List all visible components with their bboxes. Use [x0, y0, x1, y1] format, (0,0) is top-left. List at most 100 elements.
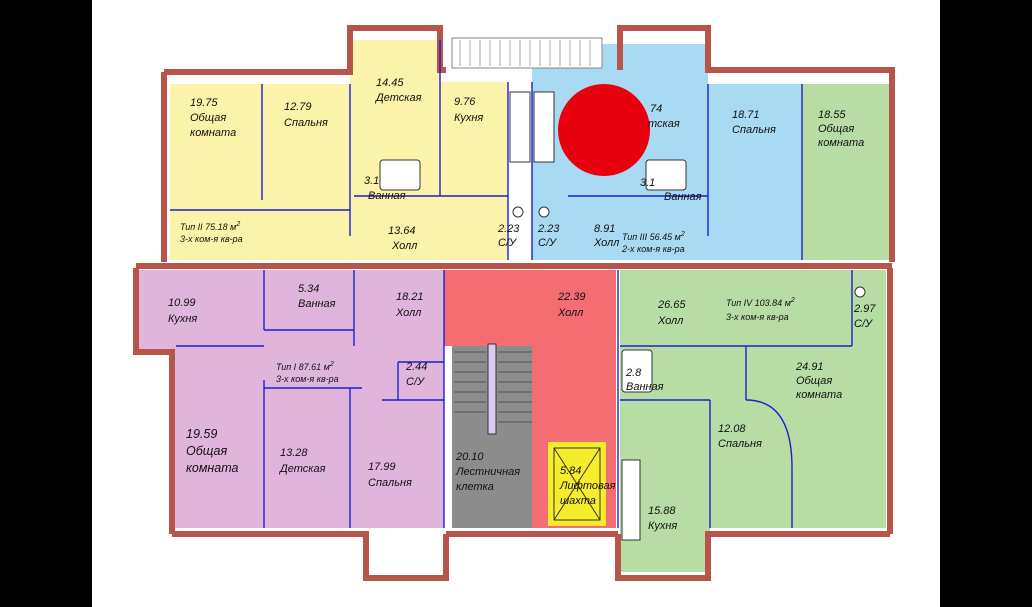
- label-name-223a: С/У: [498, 237, 517, 249]
- label-area-1588: 15.88: [648, 505, 676, 517]
- elevator-diag-2: [553, 447, 601, 521]
- label-name-31b: Ванная: [664, 191, 702, 203]
- label-type-iii-2: 2-х ком-я кв-ра: [621, 244, 685, 254]
- label-name-74: тская: [648, 118, 680, 130]
- label-name-1364: Холл: [391, 240, 417, 252]
- label-name-2010b: клетка: [456, 481, 494, 493]
- label-area-976: 9.76: [454, 96, 476, 108]
- label-area-31b: 3.1: [640, 177, 655, 189]
- label-area-223b: 2.23: [537, 223, 560, 235]
- fill-type-i-top: [138, 270, 444, 350]
- room-labels: 19.75 Общая комната 12.79 Спальня 14.45 …: [168, 77, 876, 532]
- label-area-1208: 12.08: [718, 423, 746, 435]
- label-name-1975a: Общая: [190, 112, 226, 124]
- type-iii-line1: Тип III 56.45 м: [622, 232, 681, 242]
- toilet-c: [854, 286, 866, 298]
- interior-walls: [170, 40, 853, 528]
- label-name-1975b: комната: [190, 127, 236, 139]
- label-name-1855b: комната: [818, 137, 864, 149]
- red-marker: [558, 84, 650, 176]
- floor-plan: 19.75 Общая комната 12.79 Спальня 14.45 …: [92, 0, 940, 607]
- label-area-1328: 13.28: [280, 447, 308, 459]
- label-area-2010: 20.10: [455, 451, 484, 463]
- label-name-1588: Кухня: [648, 520, 677, 532]
- fill-type-ii-kids: [350, 40, 440, 260]
- wall-ne-wing: [617, 25, 895, 84]
- label-area-2491: 24.91: [795, 361, 824, 373]
- label-area-74: 74: [650, 103, 662, 115]
- elevator-shaft: [553, 447, 601, 521]
- fill-type-iv-top: [620, 270, 886, 346]
- label-type-ii-1: Тип II 75.18 м2: [180, 221, 240, 232]
- label-name-2491b: комната: [796, 389, 842, 401]
- label-name-1279: Спальня: [284, 117, 328, 129]
- fill-central-hall: [444, 270, 616, 346]
- label-name-1099: Кухня: [168, 313, 197, 325]
- label-name-2010a: Лестничная: [455, 466, 520, 478]
- label-area-1855: 18.55: [818, 109, 846, 121]
- fill-type-ii-west: [170, 84, 350, 260]
- label-area-534: 5.34: [298, 283, 319, 295]
- counter-n2: [533, 91, 555, 163]
- type-i-line1: Тип I 87.61 м: [276, 362, 330, 372]
- label-area-1445: 14.45: [376, 77, 404, 89]
- label-type-iii-1: Тип III 56.45 м2: [622, 231, 685, 242]
- label-type-i-2: 3-х ком-я кв-ра: [276, 374, 339, 384]
- label-name-2491a: Общая: [796, 375, 832, 387]
- label-area-1364: 13.64: [388, 225, 416, 237]
- label-area-1821: 18.21: [396, 291, 424, 303]
- type-iii-sup: 2: [680, 231, 685, 238]
- type-ii-line1: Тип II 75.18 м: [180, 222, 236, 232]
- wall-s-right: [615, 531, 890, 581]
- label-area-28: 2.8: [625, 367, 642, 379]
- label-area-891: 8.91: [594, 223, 615, 235]
- fill-common-ne: [802, 84, 890, 260]
- wall-curve: [745, 399, 793, 469]
- label-name-297: С/У: [854, 318, 873, 330]
- toilet-a: [512, 206, 524, 218]
- label-area-1959: 19.59: [186, 427, 217, 441]
- counter-s: [621, 459, 641, 541]
- label-name-976: Кухня: [454, 112, 483, 124]
- room-fills: [138, 40, 890, 572]
- fill-type-iii-bed: [708, 84, 802, 260]
- balcony-north: [451, 37, 603, 69]
- label-area-1799: 17.99: [368, 461, 396, 473]
- stair-well: [487, 343, 497, 435]
- label-area-297: 2.97: [853, 303, 876, 315]
- label-name-584a: Лифтовая: [559, 480, 616, 492]
- wall-s-left: [172, 531, 449, 581]
- label-name-2239: Холл: [557, 307, 583, 319]
- label-name-31a: Ванная: [368, 190, 406, 202]
- label-name-1821: Холл: [395, 307, 421, 319]
- label-name-584b: шахта: [560, 495, 596, 507]
- label-name-1959a: Общая: [186, 444, 227, 458]
- label-area-2239: 22.39: [557, 291, 586, 303]
- balcony-hatch: [459, 40, 591, 66]
- kitchen-fixtures: [509, 91, 641, 541]
- label-name-534: Ванная: [298, 298, 336, 310]
- type-i-sup: 2: [329, 361, 334, 368]
- label-type-iv-2: 3-х ком-я кв-ра: [726, 312, 789, 322]
- staircase-steps: [454, 343, 532, 435]
- label-name-1208: Спальня: [718, 438, 762, 450]
- label-area-1871: 18.71: [732, 109, 760, 121]
- label-name-891: Холл: [593, 237, 619, 249]
- label-name-2665: Холл: [657, 315, 683, 327]
- wall-w-lower: [133, 268, 175, 534]
- tub-a: [379, 159, 421, 191]
- label-name-1871: Спальня: [732, 124, 776, 136]
- label-area-31a: 3.1: [364, 175, 379, 187]
- label-area-2665: 26.65: [657, 299, 686, 311]
- label-name-223b: С/У: [538, 237, 557, 249]
- label-area-1975: 19.75: [190, 97, 218, 109]
- label-name-1328: Детская: [278, 463, 326, 475]
- label-type-ii-2: 3-х ком-я кв-ра: [180, 234, 243, 244]
- elevator-cab: [553, 447, 601, 521]
- label-area-584: 5.84: [560, 465, 581, 477]
- label-name-1959b: комната: [186, 461, 239, 475]
- bath-fixtures: [379, 159, 866, 393]
- label-name-244: С/У: [406, 376, 425, 388]
- tub-b: [645, 159, 687, 191]
- counter-n: [509, 91, 531, 163]
